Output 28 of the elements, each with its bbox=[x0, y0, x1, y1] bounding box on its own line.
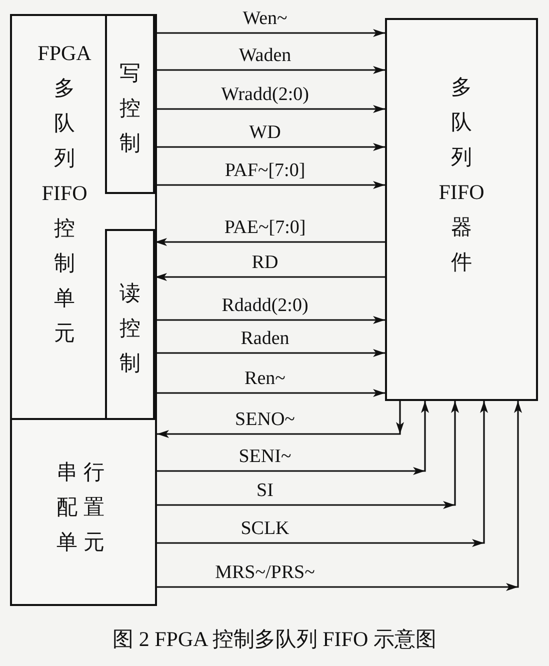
signal-label: Wradd(2:0) bbox=[219, 85, 311, 105]
arrow bbox=[155, 29, 385, 37]
box-label: 多队列FIFO器件 bbox=[438, 74, 486, 276]
box-label: 读控制 bbox=[118, 280, 142, 377]
arrow bbox=[157, 401, 522, 591]
arrow bbox=[155, 143, 385, 151]
signal-label: Rdadd(2:0) bbox=[220, 296, 310, 316]
arrow bbox=[157, 401, 488, 547]
control-unit-box bbox=[10, 14, 157, 420]
arrow bbox=[155, 349, 385, 357]
figure-caption: 图 2 FPGA 控制多队列 FIFO 示意图 bbox=[112, 627, 436, 651]
box-label: 串行配置单元 bbox=[56, 459, 112, 556]
arrow bbox=[155, 181, 385, 189]
serial-config-box bbox=[10, 418, 157, 606]
arrow bbox=[155, 66, 385, 74]
box-label: 写控制 bbox=[118, 60, 142, 157]
arrow bbox=[157, 401, 429, 475]
arrow bbox=[155, 389, 385, 397]
arrow bbox=[157, 401, 404, 438]
arrow bbox=[155, 316, 385, 324]
arrow bbox=[155, 105, 385, 113]
arrow bbox=[157, 401, 459, 509]
arrow bbox=[155, 273, 385, 281]
write-control-box bbox=[105, 14, 155, 194]
fifo-device-box bbox=[385, 18, 538, 401]
box-label: FPGA多队列FIFO控制单元 bbox=[36, 40, 92, 347]
arrow bbox=[155, 238, 385, 246]
read-control-box bbox=[105, 229, 155, 420]
